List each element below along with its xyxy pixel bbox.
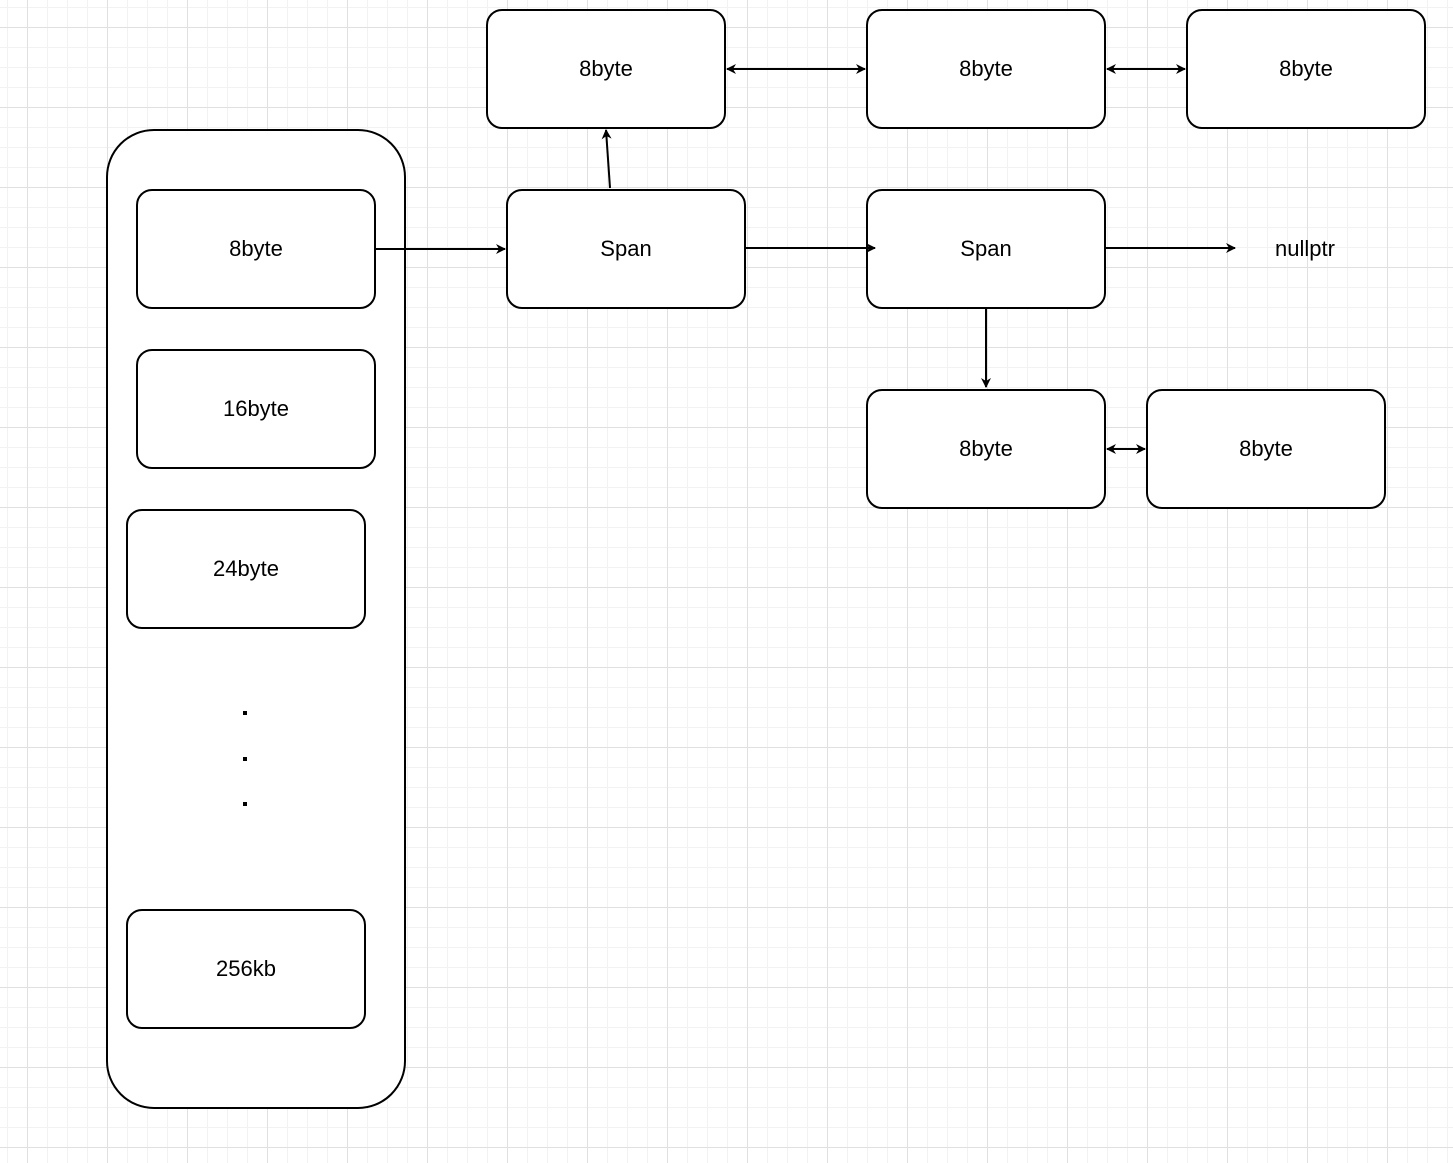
bottom-object-1[interactable]: 8byte: [866, 389, 1106, 509]
span-node-1[interactable]: Span: [506, 189, 746, 309]
size-class-256kb[interactable]: 256kb: [126, 909, 366, 1029]
span-node-2[interactable]: Span: [866, 189, 1106, 309]
top-object-2[interactable]: 8byte: [866, 9, 1106, 129]
size-class-8byte[interactable]: 8byte: [136, 189, 376, 309]
ellipsis-dot: [243, 757, 247, 761]
ellipsis-dot: [243, 802, 247, 806]
ellipsis-dot: [243, 711, 247, 715]
size-class-16byte[interactable]: 16byte: [136, 349, 376, 469]
nullptr-label: nullptr: [1275, 236, 1335, 261]
top-object-1[interactable]: 8byte: [486, 9, 726, 129]
size-class-24byte[interactable]: 24byte: [126, 509, 366, 629]
top-object-3[interactable]: 8byte: [1186, 9, 1426, 129]
bottom-object-2[interactable]: 8byte: [1146, 389, 1386, 509]
arrow-span1-to-top-object: [601, 129, 612, 189]
